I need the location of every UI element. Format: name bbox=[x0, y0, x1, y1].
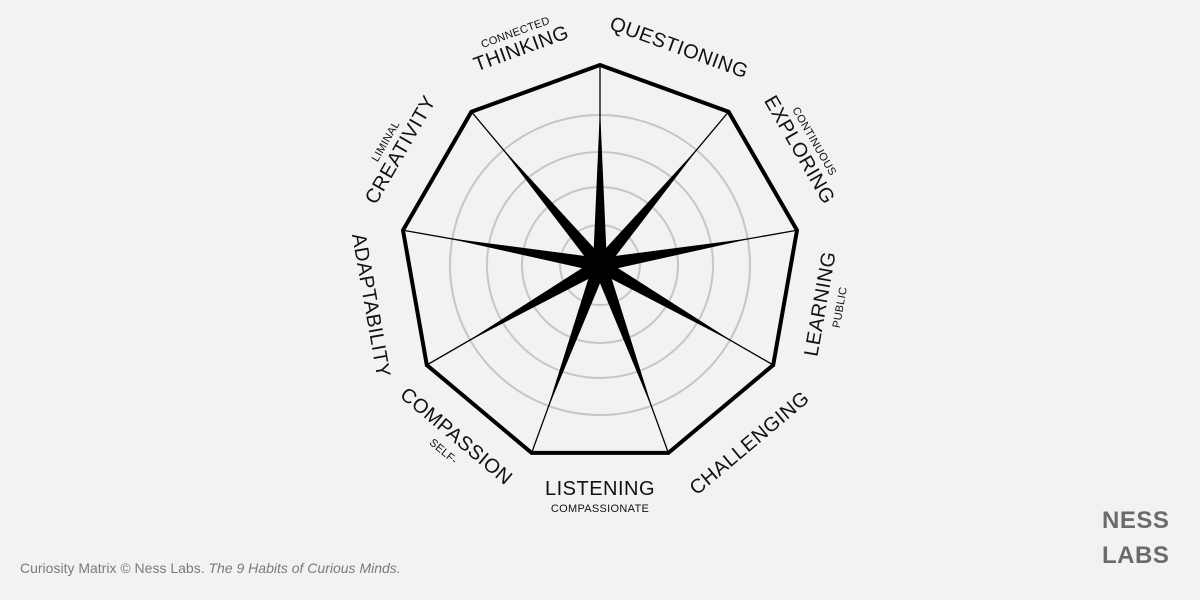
spoke-wedge-thinking bbox=[499, 144, 606, 270]
footer-text: Curiosity Matrix © Ness Labs. bbox=[20, 560, 205, 576]
spoke-wedge-learning bbox=[598, 237, 755, 272]
logo-line-1: NESS bbox=[1102, 507, 1170, 534]
label-qualifier-listening: COMPASSIONATE bbox=[551, 503, 649, 515]
spoke-wedge-challenging bbox=[596, 258, 736, 344]
ness-labs-logo: NESS LABS bbox=[1102, 503, 1169, 573]
star-spokes bbox=[402, 65, 798, 454]
label-name-adaptability: ADAPTABILITY bbox=[347, 232, 394, 379]
label-listening: COMPASSIONATE LISTENING bbox=[545, 478, 655, 515]
label-name-listening: LISTENING bbox=[545, 478, 655, 500]
label-name-compassion: COMPASSION bbox=[396, 383, 517, 489]
label-adaptability: ADAPTABILITY bbox=[347, 232, 394, 379]
label-questioning: QUESTIONING bbox=[607, 13, 751, 83]
label-name-challenging: CHALLENGING bbox=[686, 387, 814, 500]
spoke-wedge-creativity bbox=[445, 237, 602, 272]
spoke-wedge-adaptability bbox=[464, 258, 604, 344]
spoke-wedge-exploring bbox=[594, 144, 701, 270]
nonagon-outline bbox=[400, 62, 800, 455]
footer-title: The 9 Habits of Curious Minds. bbox=[208, 560, 401, 576]
center-hub bbox=[590, 255, 610, 275]
label-compassion: SELF-COMPASSION bbox=[396, 383, 517, 489]
label-challenging: CHALLENGING bbox=[686, 387, 814, 500]
spoke-wedge-compassion bbox=[546, 262, 607, 413]
footer-credit: Curiosity Matrix © Ness Labs. The 9 Habi… bbox=[20, 560, 401, 576]
logo-line-2: LABS bbox=[1102, 542, 1170, 569]
label-name-questioning: QUESTIONING bbox=[607, 13, 751, 83]
label-name-creativity: CREATIVITY bbox=[361, 92, 441, 208]
spoke-wedge-listening bbox=[593, 262, 654, 413]
spoke-wedge-questioning bbox=[593, 108, 607, 265]
